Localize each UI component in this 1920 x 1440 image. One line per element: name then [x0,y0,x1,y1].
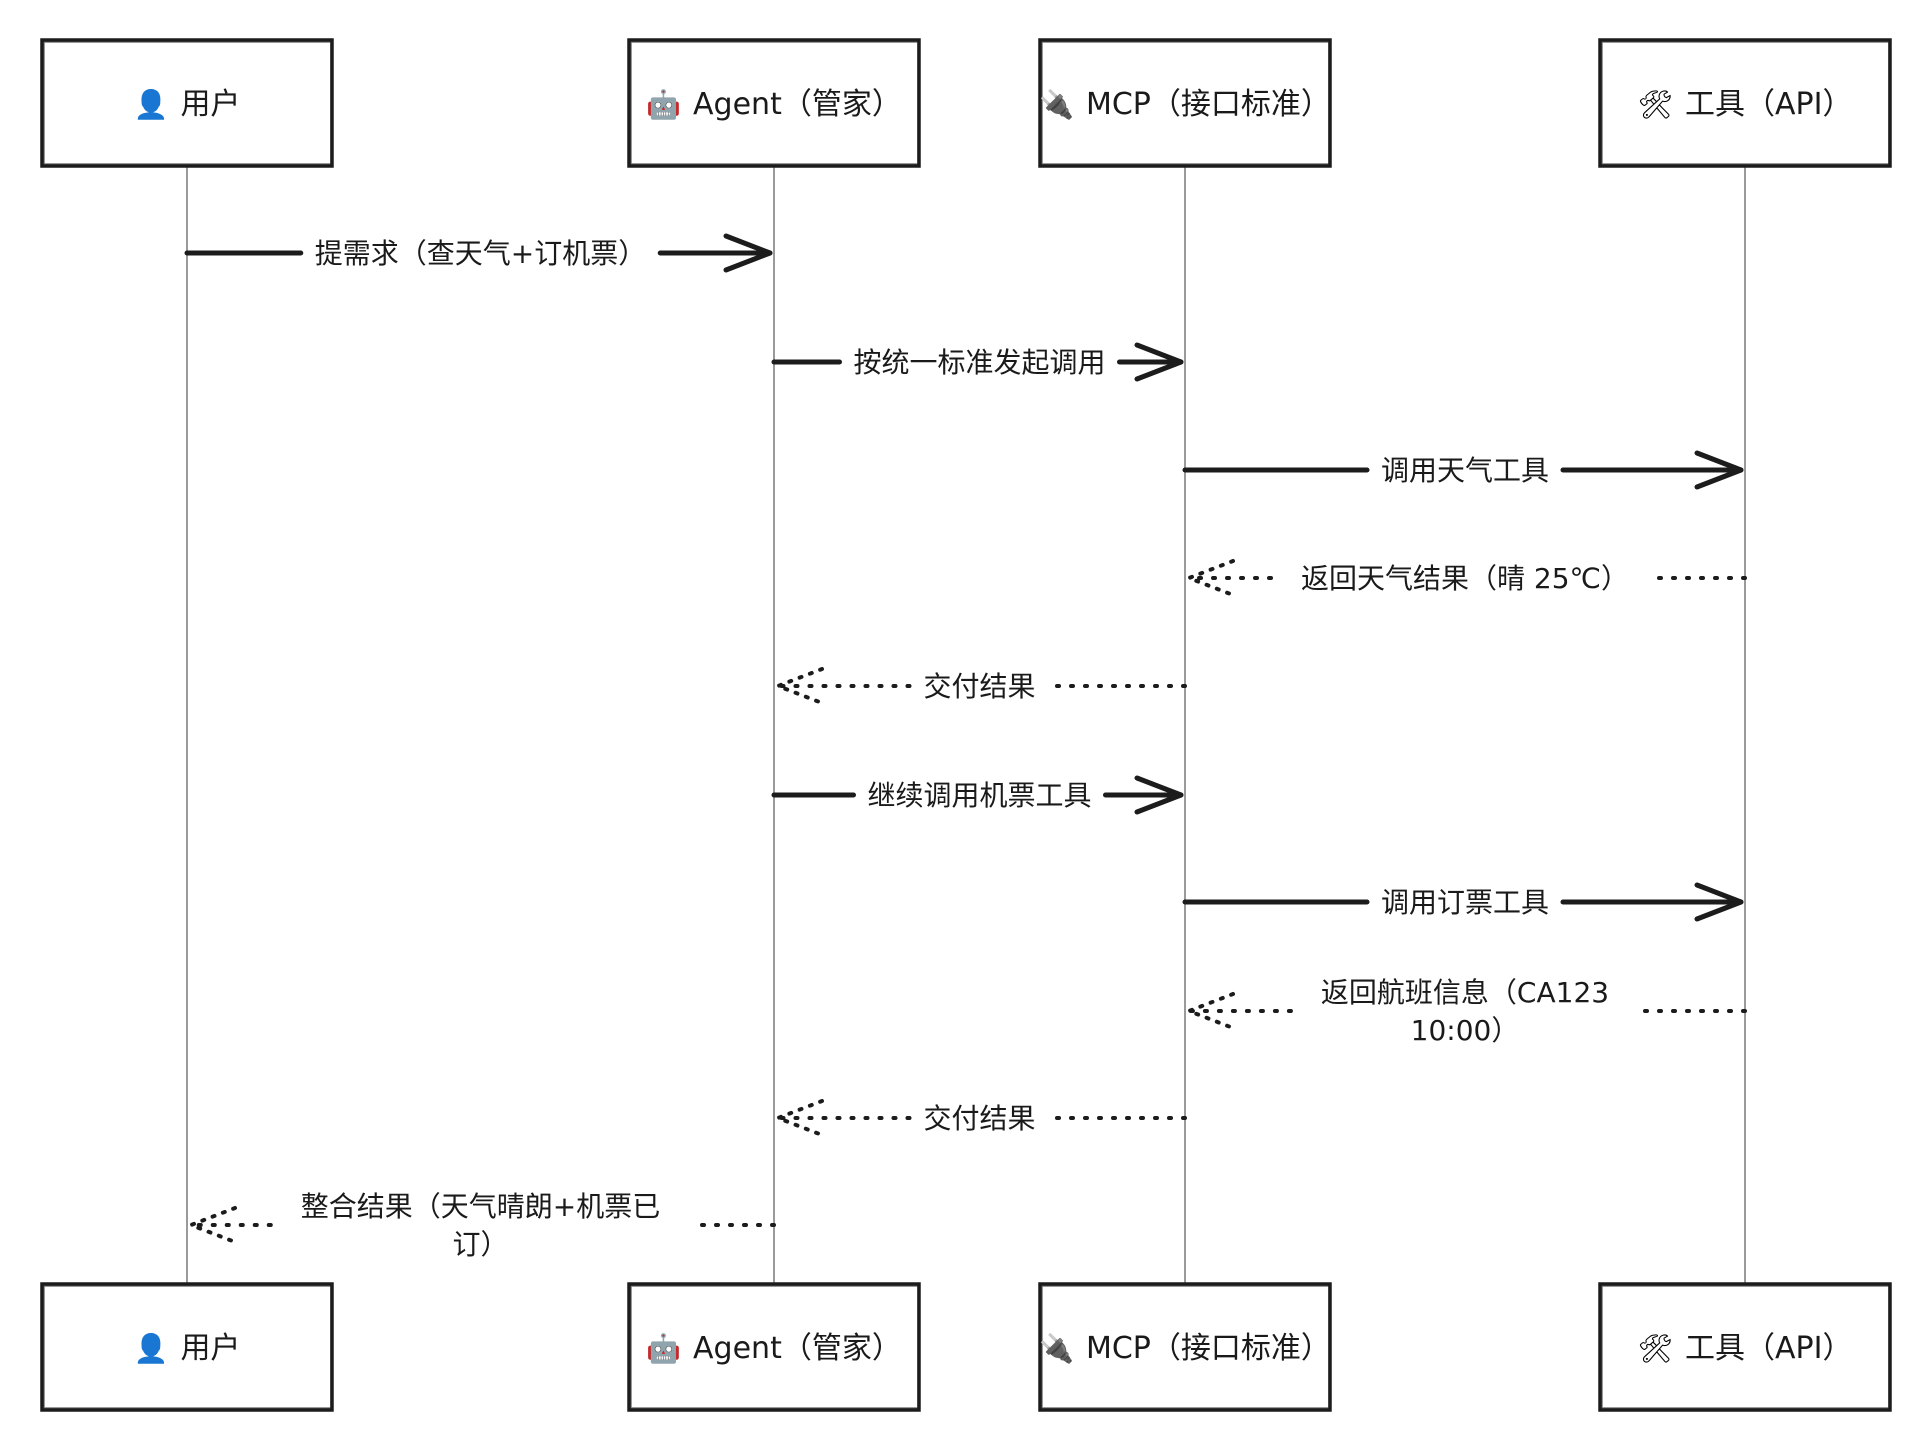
message-arrow: 提需求（查天气+订机票） [184,233,773,273]
participant-box-top-mcp: 🔌MCP（接口标准） [1038,38,1332,168]
message-arrow: 交付结果 [772,1099,1187,1137]
user-icon: 👤 [134,88,169,121]
robot-icon: 🤖 [646,1332,681,1365]
message-arrow: 返回天气结果（晴 25℃） [1183,559,1747,597]
tools-icon: 🛠 [1637,1332,1673,1365]
arrow-head [1134,775,1184,815]
message-label: 调用天气工具 [1381,454,1549,487]
lifelines [186,166,1746,1284]
message-arrow: 整合结果（天气晴朗+机票已订） [185,1190,776,1261]
participant-label-tools: 🛠工具（API） [1637,87,1852,122]
message-label: 交付结果 [923,670,1035,703]
message-label: 交付结果 [923,1102,1035,1135]
message-arrow: 交付结果 [772,667,1187,705]
arrow-head [1183,559,1235,597]
participant-label-mcp: 🔌MCP（接口标准） [1039,1331,1331,1366]
participant-label-mcp: 🔌MCP（接口标准） [1039,87,1331,122]
message-label: 继续调用机票工具 [867,779,1091,812]
plug-icon: 🔌 [1039,1332,1074,1365]
message-arrow: 调用订票工具 [1182,882,1744,922]
arrow-head [1694,450,1744,490]
participant-label-user: 👤用户 [134,1331,241,1366]
tools-icon: 🛠 [1637,88,1673,121]
participant-label-user: 👤用户 [134,87,241,122]
user-icon: 👤 [134,1332,169,1365]
arrow-head [1183,992,1235,1030]
arrow-head [1694,882,1744,922]
participant-box-bottom-tools: 🛠工具（API） [1598,1282,1892,1412]
robot-icon: 🤖 [646,88,681,121]
message-label: 返回天气结果（晴 25℃） [1301,562,1629,595]
arrow-head [185,1206,237,1244]
participant-label-agent: 🤖Agent（管家） [646,1331,902,1366]
participant-boxes: 👤用户 👤用户 🤖Agent（管家） 🤖Agent（管家） 🔌MCP（接口标准） 🔌MCP… [40,38,1892,1412]
participant-box-top-user: 👤用户 [40,38,334,168]
participant-box-top-tools: 🛠工具（API） [1598,38,1892,168]
arrow-head [1134,342,1184,382]
arrow-head [723,233,773,273]
participant-box-top-agent: 🤖Agent（管家） [627,38,921,168]
plug-icon: 🔌 [1039,88,1074,121]
participant-label-agent: 🤖Agent（管家） [646,87,902,122]
message-label: 整合结果（天气晴朗+机票已订） [301,1190,660,1261]
message-label: 调用订票工具 [1381,886,1549,919]
arrow-head [772,1099,824,1137]
message-label: 提需求（查天气+订机票） [315,237,646,270]
message-label: 按统一标准发起调用 [853,346,1105,379]
message-arrow: 调用天气工具 [1182,450,1744,490]
message-arrow: 按统一标准发起调用 [771,342,1184,382]
participant-box-bottom-agent: 🤖Agent（管家） [627,1282,921,1412]
message-arrow: 继续调用机票工具 [771,775,1184,815]
participant-box-bottom-user: 👤用户 [40,1282,334,1412]
participant-box-bottom-mcp: 🔌MCP（接口标准） [1038,1282,1332,1412]
participant-label-tools: 🛠工具（API） [1637,1331,1852,1366]
arrow-head [772,667,824,705]
